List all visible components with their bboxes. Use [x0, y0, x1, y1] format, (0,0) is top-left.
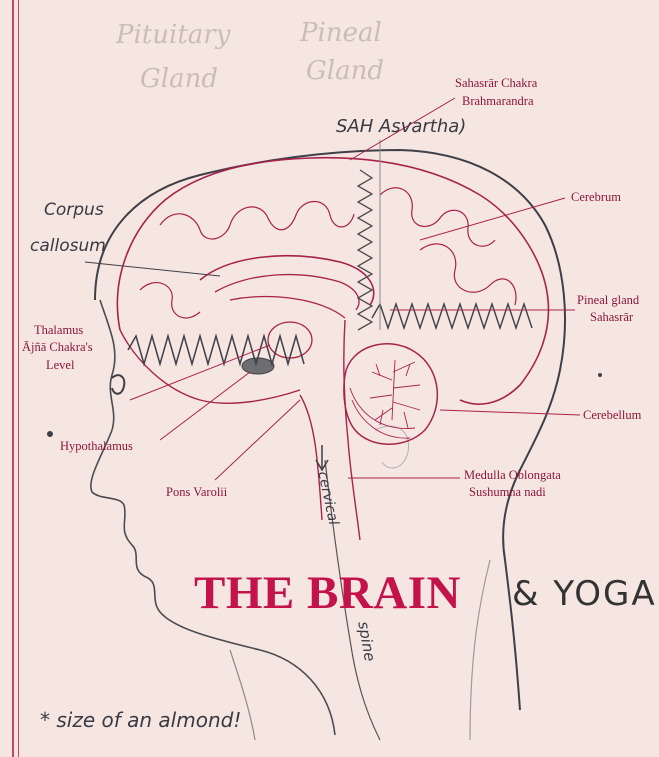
neck-back-pencil: [470, 560, 490, 740]
note-sah-asvartha: SAH Asvartha): [336, 116, 466, 137]
zigzag-pineal-line: [372, 304, 532, 328]
label-thalamus-1: Thalamus: [34, 323, 83, 338]
leader-pons: [215, 400, 300, 480]
label-thalamus-3: Level: [46, 358, 74, 373]
dot-right: [598, 373, 602, 377]
label-pineal-2: Sahasrār: [590, 310, 633, 325]
label-thalamus-2: Ājñā Chakra's: [22, 340, 93, 355]
face-profile-pencil: [91, 300, 335, 735]
leader-corpus: [85, 262, 220, 276]
note-corpus: Corpus: [44, 200, 104, 220]
leader-cerebellum: [440, 410, 580, 415]
dot-hypothalamus: [47, 431, 53, 437]
ear-pencil: [375, 426, 409, 468]
label-cerebrum: Cerebrum: [571, 190, 621, 205]
page-title: THE BRAIN: [194, 566, 461, 620]
label-hypothalamus: Hypothalamus: [60, 439, 133, 454]
label-sahasrar-1: Sahasrār Chakra: [455, 76, 537, 91]
pituitary-shape: [242, 358, 274, 374]
cerebellum-shape: [344, 344, 437, 445]
zigzag-ajna-line: [128, 336, 304, 364]
gyri-1: [160, 201, 354, 239]
gyri-2: [380, 188, 495, 246]
label-sahasrar-2: Brahmarandra: [462, 94, 534, 109]
label-pons-varolii: Pons Varolii: [166, 485, 227, 500]
ventricle: [230, 297, 345, 318]
head-outline-pencil: [95, 150, 565, 710]
label-medulla-1: Medulla Oblongata: [464, 468, 561, 483]
brain-outline: [117, 158, 548, 404]
corpus-callosum-inner: [215, 275, 359, 310]
note-and-yoga: & YOGA: [512, 574, 657, 614]
gyri-4: [140, 283, 200, 318]
zigzag-vertical-line: [358, 170, 372, 330]
eye-pencil: [112, 375, 124, 394]
note-size-almond: * size of an almond!: [40, 708, 241, 732]
cerebellum-arbor: [370, 360, 420, 428]
leader-hypothalamus: [160, 372, 250, 440]
gyri-3: [420, 244, 516, 305]
brainstem-front: [300, 395, 322, 520]
label-medulla-2: Sushumna nadi: [469, 485, 546, 500]
label-pineal-1: Pineal gland: [577, 293, 639, 308]
note-callosum: callosum: [30, 236, 106, 256]
label-cerebellum: Cerebellum: [583, 408, 641, 423]
